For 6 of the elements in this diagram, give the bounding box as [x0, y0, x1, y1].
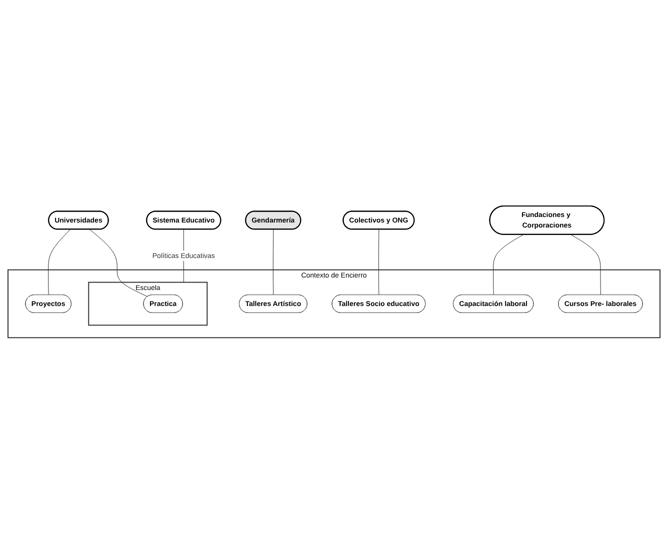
- connector: [570, 234, 601, 295]
- connector: [493, 234, 524, 295]
- connector: [89, 228, 148, 297]
- connector: [378, 228, 380, 295]
- connector: [48, 228, 70, 295]
- connector: [272, 228, 274, 295]
